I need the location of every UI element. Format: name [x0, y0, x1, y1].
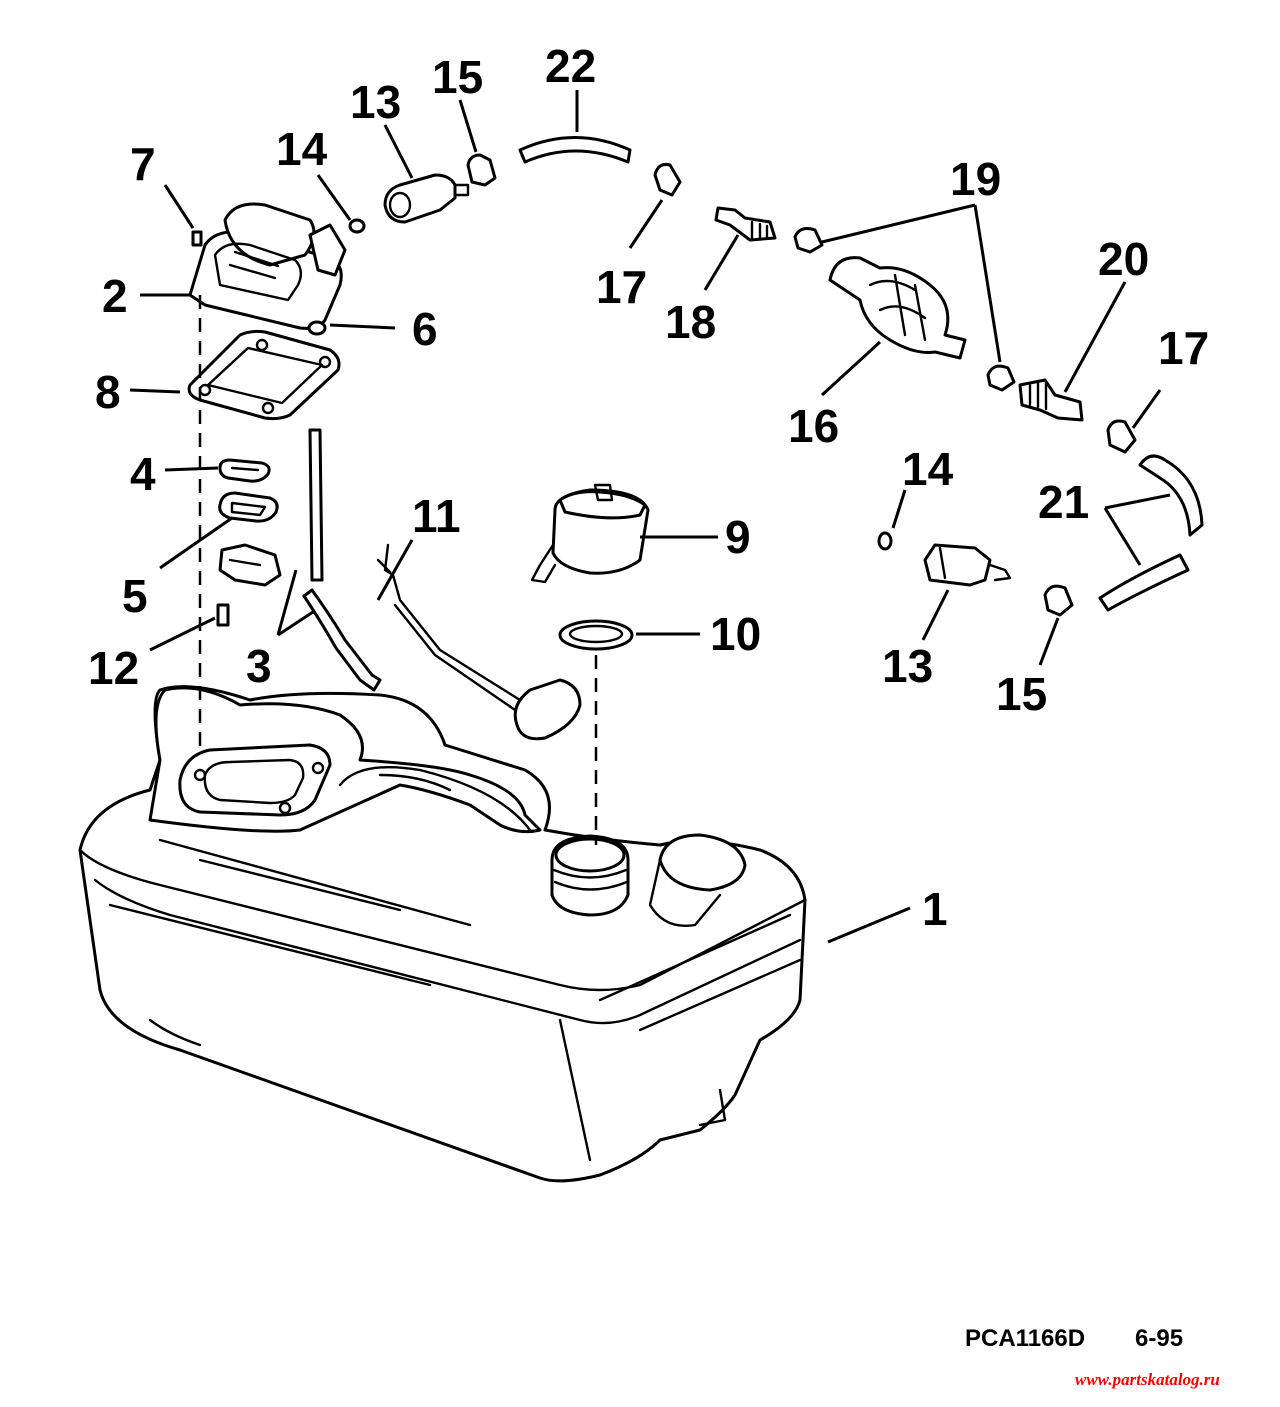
callout-1: 1 — [922, 883, 948, 935]
callout-13-left: 13 — [350, 76, 401, 128]
callout-18: 18 — [665, 296, 716, 348]
watermark[interactable]: www.partskatalog.ru — [1075, 1370, 1220, 1389]
primer-bulb — [828, 256, 967, 360]
callout-11: 11 — [412, 490, 461, 542]
callout-10: 10 — [710, 608, 761, 660]
callout-14-left: 14 — [276, 123, 328, 175]
fuel-tank — [78, 685, 807, 1183]
o-ring — [348, 218, 366, 234]
o-ring — [307, 320, 327, 336]
hose-fitting — [714, 206, 777, 242]
callout-6: 6 — [412, 303, 438, 355]
seal — [218, 458, 271, 483]
filler-cap — [530, 483, 650, 584]
screw — [191, 230, 203, 247]
fuel-gauge-housing — [188, 202, 347, 330]
callout-4: 4 — [130, 448, 156, 500]
callout-3: 3 — [246, 640, 272, 692]
callout-19: 19 — [950, 153, 1001, 205]
callout-17-left: 17 — [596, 261, 647, 313]
leader-lines — [129, 90, 1171, 944]
callout-5: 5 — [122, 570, 148, 622]
fuel-hose — [1138, 454, 1204, 537]
gasket — [187, 329, 341, 421]
hose-clamp — [1106, 419, 1137, 454]
callout-16: 16 — [788, 400, 839, 452]
fuel-hose — [518, 136, 632, 164]
gauge-bracket — [216, 543, 282, 627]
callout-14-right: 14 — [902, 443, 954, 495]
callout-21: 21 — [1038, 476, 1089, 528]
callout-9: 9 — [725, 511, 751, 563]
float-arm — [376, 543, 582, 741]
hose-clamp — [1043, 584, 1074, 617]
callout-17-right: 17 — [1158, 322, 1209, 374]
gauge-window — [218, 491, 279, 523]
callout-12: 12 — [88, 642, 139, 694]
pickup-tube — [302, 428, 382, 692]
hose-clamp — [466, 153, 497, 187]
callout-20: 20 — [1098, 233, 1149, 285]
fuel-hose — [1098, 553, 1190, 612]
clip — [793, 227, 824, 254]
engine-connector — [923, 543, 1012, 587]
callout-7: 7 — [130, 138, 156, 190]
hose-clamp — [653, 163, 682, 197]
clip — [986, 364, 1016, 392]
callout-13-right: 13 — [882, 640, 933, 692]
callout-22: 22 — [545, 40, 596, 92]
drawing-date: 6-95 — [1135, 1325, 1183, 1352]
callout-8: 8 — [95, 366, 121, 418]
o-ring — [877, 531, 893, 551]
callout-2: 2 — [102, 270, 128, 322]
cap-gasket — [558, 619, 634, 651]
tank-connector — [383, 173, 470, 224]
callout-15-right: 15 — [996, 668, 1047, 720]
hose-fitting — [1018, 378, 1084, 422]
callout-15-left: 15 — [432, 51, 483, 103]
drawing-code: PCA1166D — [965, 1325, 1085, 1352]
